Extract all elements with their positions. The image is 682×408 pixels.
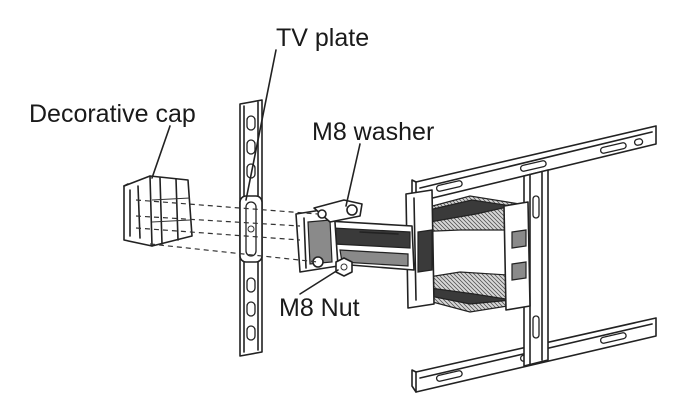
tv-plate-leader <box>245 49 277 201</box>
upper-rail-slots <box>435 138 644 192</box>
m8-nut-leader <box>299 269 339 295</box>
tv-plate-slots <box>246 115 256 341</box>
assembly-dashed-lines <box>135 199 319 263</box>
tv-plate-label: TV plate <box>276 24 370 52</box>
swing-arm <box>295 189 531 313</box>
m8-nut-part <box>335 257 353 277</box>
leader-lines <box>151 49 361 295</box>
tv-plate-part <box>239 99 263 357</box>
m8-washer-leader <box>345 143 361 207</box>
decorative-cap-leader <box>151 125 171 179</box>
wall-plate <box>411 125 657 393</box>
decorative-cap-label: Decorative cap <box>29 100 196 128</box>
m8-nut-label: M8 Nut <box>279 294 360 322</box>
decorative-cap-part <box>123 175 193 247</box>
m8-washer-label: M8 washer <box>312 118 435 146</box>
